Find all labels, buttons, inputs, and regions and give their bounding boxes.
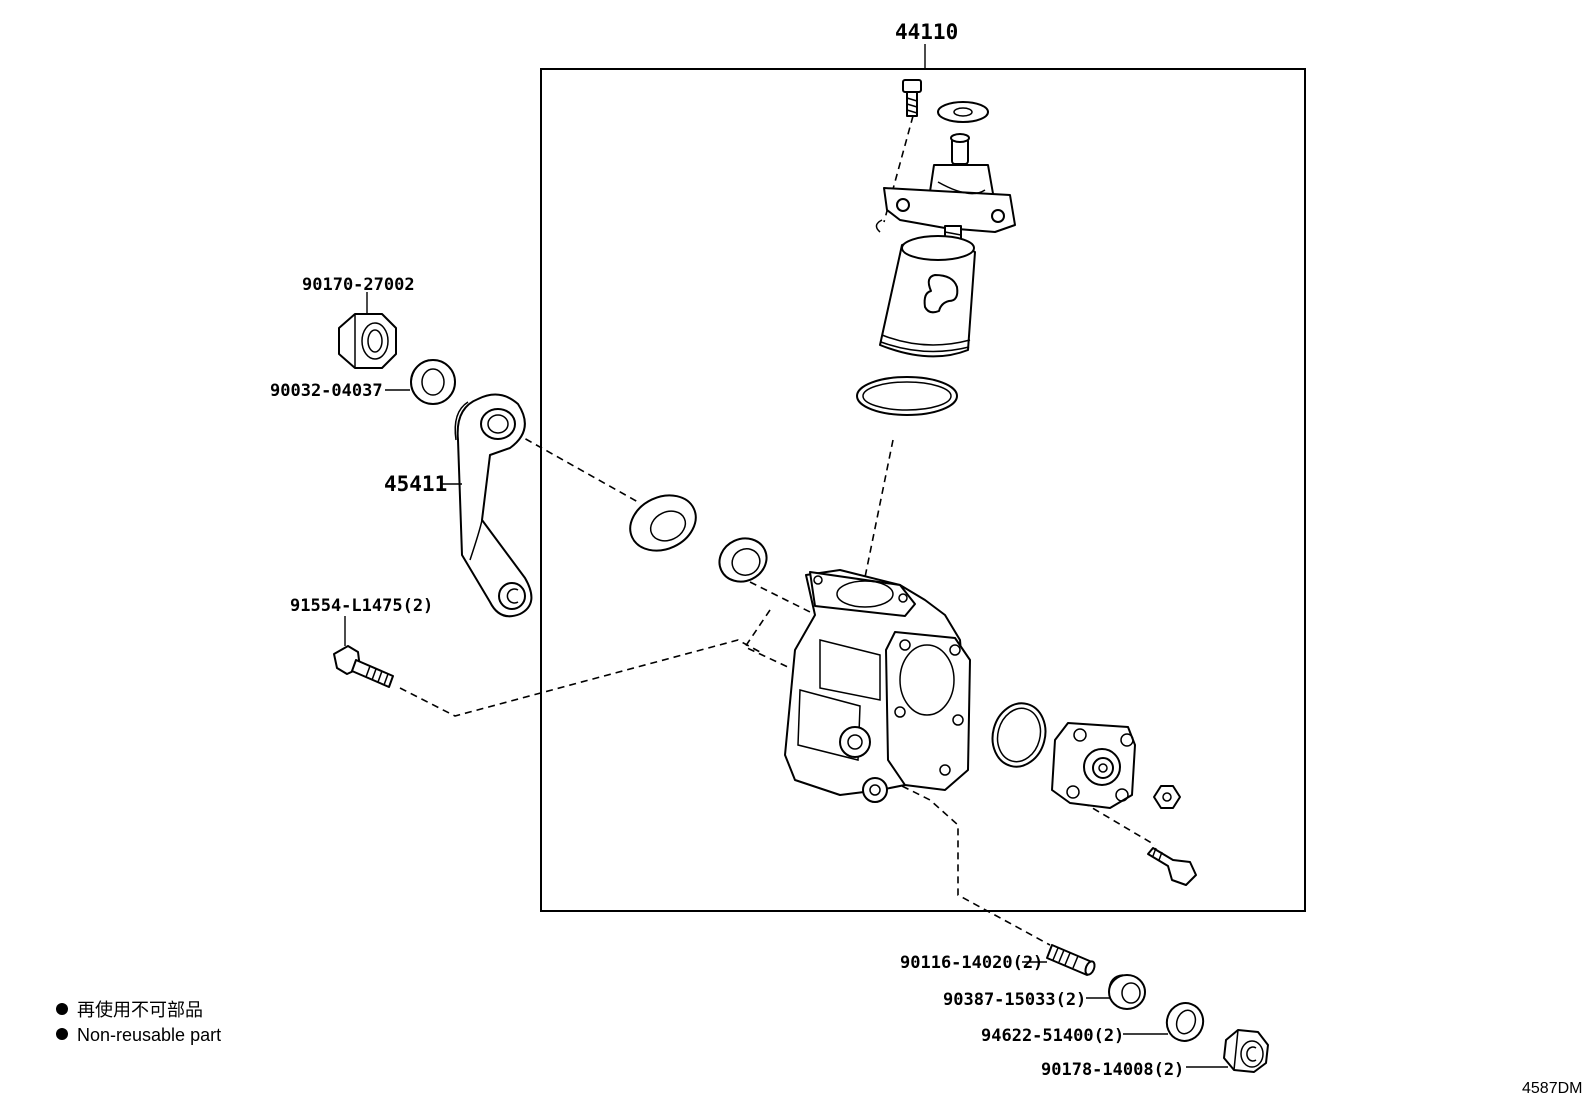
legend-bullet-jp <box>56 1003 68 1015</box>
bolt-part <box>333 645 394 688</box>
seat-part <box>1108 974 1146 1010</box>
end-cover <box>991 702 1197 886</box>
bolt-part-number: 91554-L1475(2) <box>290 596 433 616</box>
oil-seals <box>629 494 768 583</box>
nut-part <box>338 313 397 369</box>
legend-text-jp: 再使用不可部品 <box>77 1000 203 1020</box>
washer-part-number: 90032-04037 <box>270 381 383 401</box>
assembly-box <box>540 68 1306 912</box>
legend: 再使用不可部品 Non-reusable part <box>56 1000 221 1045</box>
legend-bullet-en <box>56 1028 68 1040</box>
ring-part-number: 94622-51400(2) <box>981 1026 1124 1046</box>
diagram-reference-code: 4587DM <box>1522 1080 1582 1097</box>
nut-part-number: 90170-27002 <box>302 275 415 295</box>
ring-part <box>1165 1002 1205 1042</box>
seat-part-number: 90387-15033(2) <box>943 990 1086 1010</box>
cap-nut-part <box>1223 1029 1269 1073</box>
cap-nut-part-number: 90178-14008(2) <box>1041 1060 1184 1080</box>
gear-housing <box>784 569 971 803</box>
pitman-arm-part-number: 45411 <box>384 472 447 496</box>
washer-part <box>410 359 456 405</box>
assembly-number: 44110 <box>895 20 958 44</box>
legend-text-en: Non-reusable part <box>77 1025 221 1045</box>
stud-part <box>1046 944 1096 976</box>
dashed-lines <box>399 115 1156 946</box>
pitman-arm <box>454 393 533 618</box>
sector-assembly <box>856 79 1016 416</box>
stud-part-number: 90116-14020(2) <box>900 953 1043 973</box>
